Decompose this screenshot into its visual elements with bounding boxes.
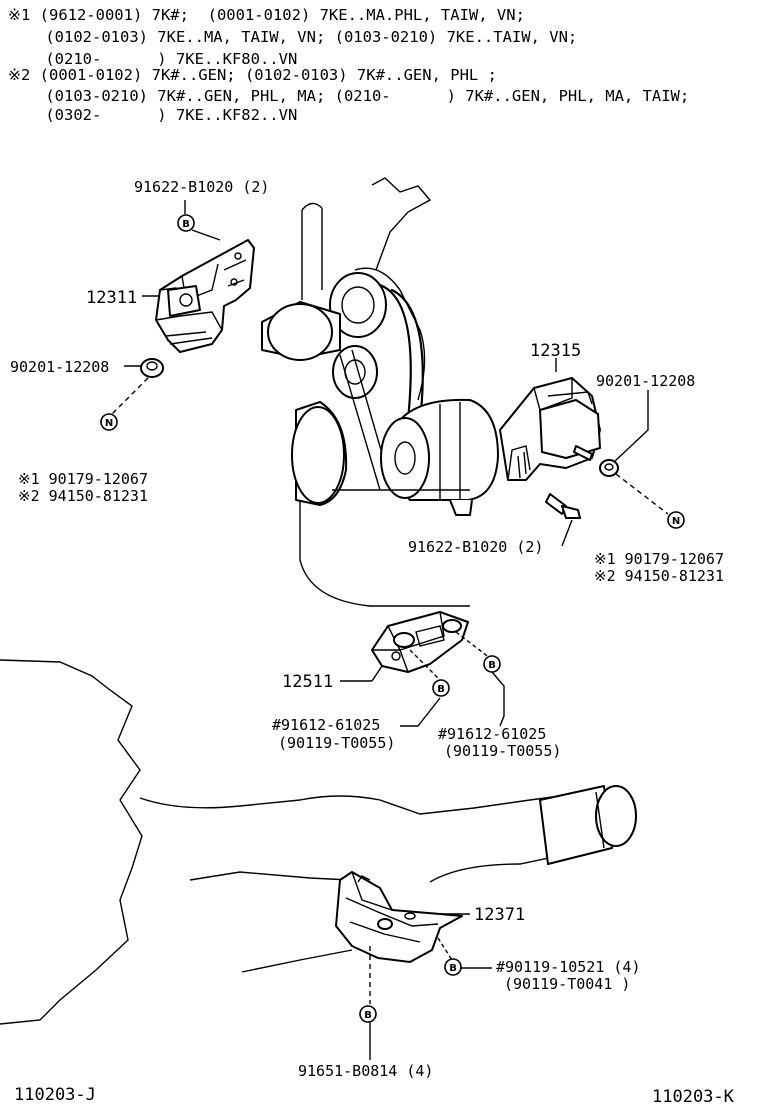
label-bolt-b-1: #91612-61025	[438, 725, 546, 743]
label-12371: 12371	[474, 905, 525, 925]
b-circle-icon: B	[432, 679, 450, 697]
leader-bolt-right	[561, 519, 573, 547]
label-alt-right-1: ※1 90179-12067	[594, 550, 724, 568]
svg-text:B: B	[182, 219, 190, 230]
note-line-3: (0210- ) 7KE..KF80..VN	[8, 50, 298, 68]
svg-text:N: N	[105, 418, 113, 429]
label-bolt-a-1: #91612-61025	[272, 716, 380, 734]
transmission-outline	[0, 659, 607, 1025]
dash-right	[615, 473, 669, 515]
label-bolt-bottom: 91651-B0814 (4)	[298, 1062, 433, 1080]
leader-bolt-a	[400, 697, 441, 727]
svg-text:B: B	[488, 660, 496, 671]
dash-c	[437, 937, 453, 961]
nut-left	[140, 358, 164, 378]
b-circle-icon: B	[359, 1005, 377, 1023]
figure-code-left: 110203-J	[14, 1085, 96, 1105]
nut-right	[599, 459, 619, 477]
label-alt-right-2: ※2 94150-81231	[594, 567, 724, 585]
label-bolt-right: 91622-B1020 (2)	[408, 538, 543, 556]
b-circle-icon: B	[483, 655, 501, 673]
bolt-right	[545, 493, 581, 519]
note-line-6: (0302- ) 7KE..KF82..VN	[8, 106, 298, 124]
label-bolt-a-2: (90119-T0055)	[278, 734, 395, 752]
n-circle-icon: N	[667, 511, 685, 529]
label-bolt-c-1: #90119-10521 (4)	[496, 958, 641, 976]
note-line-4: ※2 (0001-0102) 7K#..GEN; (0102-0103) 7K#…	[8, 66, 497, 84]
support-12511	[371, 611, 469, 673]
figure-code-right: 110203-K	[652, 1087, 735, 1107]
label-12315: 12315	[530, 341, 581, 361]
propeller-shaft	[539, 785, 637, 865]
label-12511: 12511	[282, 672, 333, 692]
svg-text:B: B	[449, 963, 457, 974]
label-bolt-left-top: 91622-B1020 (2)	[134, 178, 269, 196]
leader-nut-right	[613, 390, 649, 463]
label-bolt-c-2: (90119-T0041 )	[504, 975, 630, 993]
svg-text:B: B	[364, 1010, 372, 1021]
label-nut-right: 90201-12208	[596, 372, 695, 390]
dash-a	[409, 649, 441, 681]
b-circle-icon: B	[177, 214, 195, 232]
note-line-1: ※1 (9612-0001) 7K#; (0001-0102) 7KE..MA.…	[8, 6, 525, 24]
label-nut-left: 90201-12208	[10, 358, 109, 376]
n-circle-icon: N	[100, 413, 118, 431]
bracket-12311	[155, 239, 255, 353]
dash-left	[111, 377, 149, 415]
label-bolt-b-2: (90119-T0055)	[444, 742, 561, 760]
svg-text:B: B	[437, 684, 445, 695]
label-12311: 12311	[86, 288, 137, 308]
leader-bolt-left-top-2	[191, 229, 221, 241]
insulator-12371	[335, 871, 463, 963]
label-alt-left-1: ※1 90179-12067	[18, 470, 148, 488]
b-circle-icon: B	[444, 958, 462, 976]
leader-bolt-b	[491, 671, 505, 727]
insulator-12315	[499, 377, 601, 481]
note-line-5: (0103-0210) 7K#..GEN, PHL, MA; (0210- ) …	[8, 87, 690, 105]
svg-text:N: N	[672, 516, 680, 527]
note-line-2: (0102-0103) 7KE..MA, TAIW, VN; (0103-021…	[8, 28, 578, 46]
engine-pulleys	[261, 272, 499, 516]
engine-outline	[299, 177, 470, 607]
leader-12511-b	[371, 665, 383, 682]
dash-b	[455, 631, 491, 659]
label-alt-left-2: ※2 94150-81231	[18, 487, 148, 505]
